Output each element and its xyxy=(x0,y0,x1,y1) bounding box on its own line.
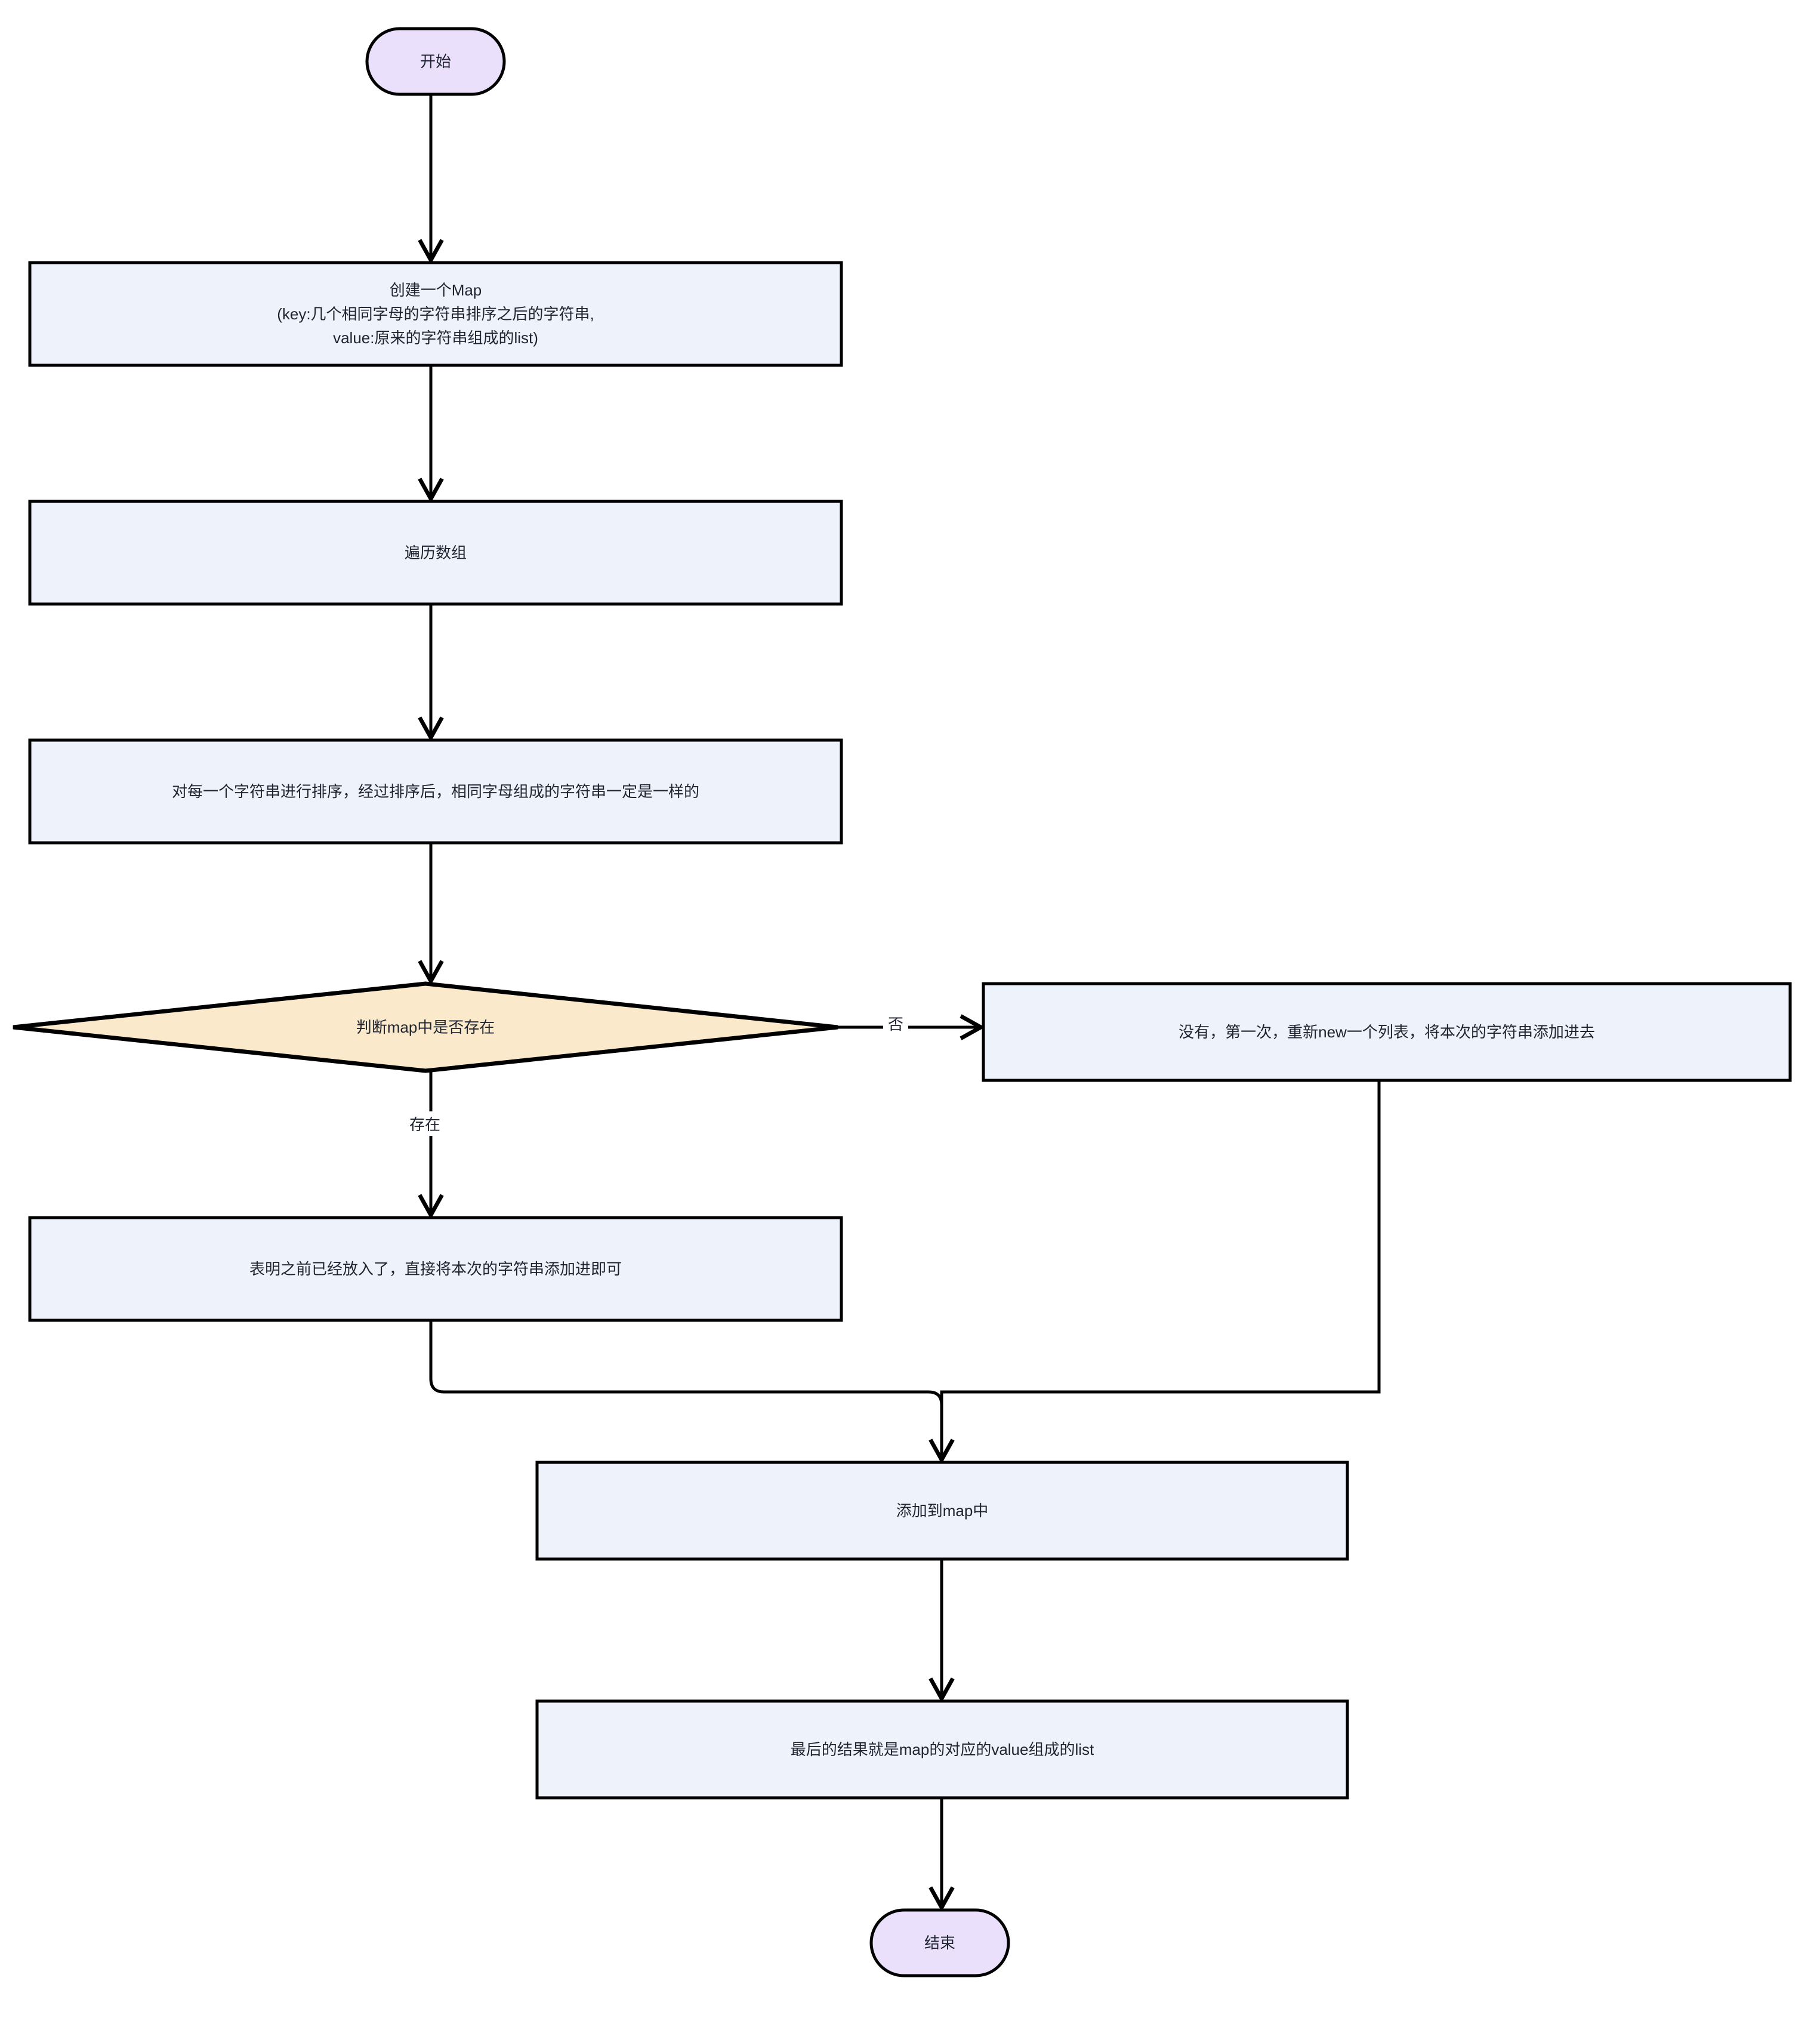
node-create-map-shape[interactable] xyxy=(28,261,843,367)
edge-label-exists: 存在 xyxy=(405,1111,446,1136)
edge-new-list-to-add-to-map xyxy=(940,1080,1381,1458)
node-start-shape[interactable] xyxy=(365,27,506,96)
node-traverse-array-shape[interactable] xyxy=(28,500,843,606)
edge-label-no: 否 xyxy=(883,1011,909,1036)
edge-append-existing-to-add-to-map xyxy=(429,1320,955,1464)
node-add-to-map-shape[interactable] xyxy=(535,1461,1349,1561)
node-new-list-shape[interactable] xyxy=(982,982,1792,1082)
node-sort-each-string-shape[interactable] xyxy=(28,738,843,845)
node-end-shape[interactable] xyxy=(869,1908,1010,1977)
node-check-map-shape[interactable] xyxy=(13,981,838,1073)
node-append-existing-shape[interactable] xyxy=(28,1216,843,1322)
node-final-result-shape[interactable] xyxy=(535,1699,1349,1800)
